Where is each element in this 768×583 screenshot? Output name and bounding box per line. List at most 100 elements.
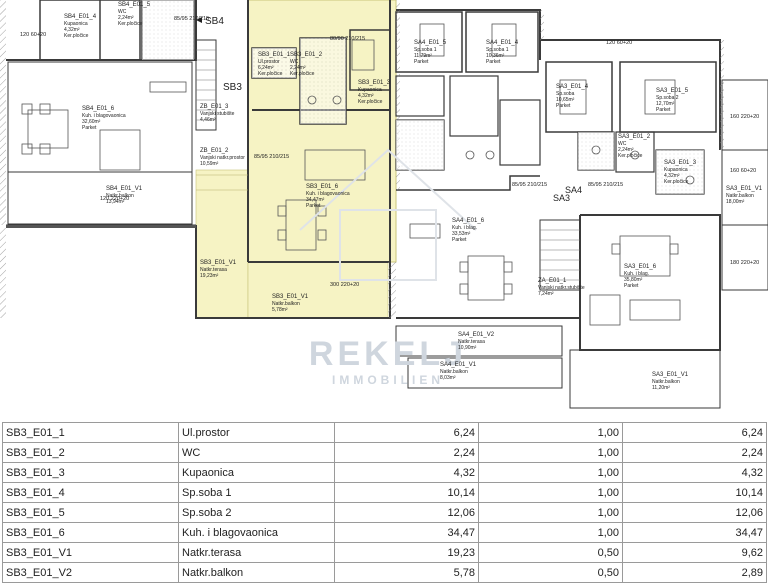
room-labels: SB4_E01_4 Kupaonica 4,32m² Ker.pločice S…	[64, 2, 763, 391]
watermark-logo-icon	[299, 148, 477, 281]
svg-text:Sp.soba 1: Sp.soba 1	[414, 47, 437, 53]
room-label: SA3_E01_6 Kuh. i blag. 35,80m² Parket	[624, 264, 657, 289]
svg-text:Sp.soba: Sp.soba	[556, 91, 575, 97]
coefficient-cell: 1,00	[478, 482, 623, 503]
watermark-title: REKELJ	[309, 335, 467, 373]
svg-text:Parket: Parket	[656, 107, 671, 113]
svg-text:5,78m²: 5,78m²	[272, 307, 288, 313]
dimension-note: 300 220+20	[330, 282, 359, 288]
coefficient-cell: 1,00	[478, 422, 623, 443]
room-label: SB3_E01_V1 Natkr.balkon 5,78m²	[272, 294, 309, 313]
room-code-cell: SB3_E01_2	[2, 442, 179, 463]
svg-text:11,20m²: 11,20m²	[652, 385, 670, 391]
svg-text:12,70m²: 12,70m²	[656, 101, 675, 107]
svg-text:Sp.soba 1: Sp.soba 1	[486, 47, 509, 53]
stair-treads	[196, 49, 580, 281]
dimension-note: 85/95 210/215	[512, 182, 547, 188]
room-area-cell: 12,06	[334, 502, 479, 523]
svg-text:SB3_E01_V1: SB3_E01_V1	[272, 294, 309, 300]
room-code-cell: SB3_E01_6	[2, 522, 179, 543]
coefficient-cell: 0,50	[478, 562, 623, 583]
svg-text:Sp.soba 2: Sp.soba 2	[656, 95, 679, 101]
svg-text:ZB_E01_2: ZB_E01_2	[200, 148, 229, 154]
weighted-area-cell: 2,89	[622, 562, 767, 583]
svg-text:6,24m²: 6,24m²	[258, 65, 274, 71]
room-area-cell: 10,14	[334, 482, 479, 503]
dimension-note: 180 220+20	[730, 260, 759, 266]
room-label: SB4_E01_4 Kupaonica 4,32m² Ker.pločice	[64, 14, 97, 39]
svg-text:Natkr.terasa: Natkr.terasa	[200, 267, 227, 273]
room-name-cell: Ul.prostor	[178, 422, 335, 443]
svg-text:Ul.prostor: Ul.prostor	[258, 59, 280, 65]
watermark-subtitle: IMMOBILIEN	[332, 373, 444, 387]
svg-text:4,32m²: 4,32m²	[64, 27, 80, 33]
svg-text:SB4_E01_6: SB4_E01_6	[82, 106, 115, 112]
svg-text:13,94m²: 13,94m²	[106, 199, 125, 205]
svg-text:SA3_E01_2: SA3_E01_2	[618, 134, 651, 140]
room-area-cell: 6,24	[334, 422, 479, 443]
svg-text:ZB_E01_3: ZB_E01_3	[200, 104, 229, 110]
svg-text:SA3_E01_V1: SA3_E01_V1	[652, 372, 689, 378]
svg-text:WC: WC	[618, 141, 627, 147]
svg-text:Ker.pločice: Ker.pločice	[664, 179, 689, 185]
svg-text:10,36m²: 10,36m²	[486, 53, 505, 59]
floor-plan-drawing: REKELJ IMMOBILIEN SB4 SB3 SA4 SA3 SB4_E0…	[0, 0, 768, 409]
room-code-cell: SB3_E01_3	[2, 462, 179, 483]
svg-text:Natkr.balkon: Natkr.balkon	[652, 379, 680, 385]
svg-text:34,47m²: 34,47m²	[306, 197, 325, 203]
coefficient-cell: 1,00	[478, 522, 623, 543]
room-code-cell: SB3_E01_5	[2, 502, 179, 523]
room-label: SA3_E01_5 Sp.soba 2 12,70m² Parket	[656, 88, 689, 113]
room-area-cell: 5,78	[334, 562, 479, 583]
svg-text:10,65m²: 10,65m²	[556, 97, 575, 103]
room-label: SB3_E01_6 Kuh. i blagovaonica 34,47m² Pa…	[306, 184, 350, 209]
svg-text:Parket: Parket	[82, 125, 97, 131]
dimension-note: 85/95 210/215	[174, 16, 209, 22]
marker-sa4: SA4	[565, 185, 582, 195]
marker-sb3: SB3	[223, 82, 242, 93]
dimension-note: 120 60+20	[20, 32, 46, 38]
room-label: SA4_E01_5 Sp.soba 1 11,79m² Parket	[414, 40, 447, 65]
room-label: ZA_E01_1 Vanjski natkr.stubište 7,24m²	[538, 278, 585, 297]
svg-text:2,24m²: 2,24m²	[118, 15, 134, 21]
dimension-notes: 85/95 210/215 85/95 210/215 80/90 210/21…	[20, 16, 759, 288]
room-name-cell: Sp.soba 2	[178, 502, 335, 523]
room-label: SB3_E01_V1 Natkr.terasa 19,23m²	[200, 260, 237, 279]
dimension-note: 160 220+20	[730, 114, 759, 120]
svg-text:Ker.pločice: Ker.pločice	[358, 99, 383, 105]
marker-sb4: SB4	[205, 16, 224, 27]
furniture	[21, 23, 695, 326]
dimension-note: 85/95 210/215	[588, 182, 623, 188]
svg-text:Ker.pločice: Ker.pločice	[258, 71, 283, 77]
dimension-note: 80/90 210/215	[330, 36, 365, 42]
dimension-note: 120 60+20	[606, 40, 632, 46]
svg-text:Natkr.balkon: Natkr.balkon	[440, 369, 468, 375]
svg-text:Ker.pločice: Ker.pločice	[118, 21, 143, 27]
svg-text:SA3_E01_5: SA3_E01_5	[656, 88, 689, 94]
svg-text:Parket: Parket	[452, 237, 467, 243]
room-label: SA4_E01_4 Sp.soba 1 10,36m² Parket	[486, 40, 519, 65]
room-label: SA4_E01_V1 Natkr.balkon 8,03m²	[440, 362, 477, 381]
svg-text:Kuh. i blagovaonica: Kuh. i blagovaonica	[306, 191, 350, 197]
svg-text:10,90m²: 10,90m²	[458, 345, 477, 351]
svg-text:SB3_E01_6: SB3_E01_6	[306, 184, 339, 190]
coefficient-cell: 1,00	[478, 442, 623, 463]
dimension-note: 160 60+20	[730, 168, 756, 174]
svg-text:SB3_E01_V1: SB3_E01_V1	[200, 260, 237, 266]
room-code-cell: SB3_E01_V2	[2, 562, 179, 583]
room-name-cell: Natkr.balkon	[178, 562, 335, 583]
svg-text:Kupaonica: Kupaonica	[358, 87, 382, 93]
svg-text:7,24m²: 7,24m²	[538, 291, 554, 297]
svg-text:SA3_E01_4: SA3_E01_4	[556, 84, 589, 90]
weighted-area-cell: 2,24	[622, 442, 767, 463]
svg-text:10,59m²: 10,59m²	[200, 161, 219, 167]
svg-text:Natkr.balkon: Natkr.balkon	[726, 193, 754, 199]
room-label: SA3_E01_4 Sp.soba 10,65m² Parket	[556, 84, 589, 109]
